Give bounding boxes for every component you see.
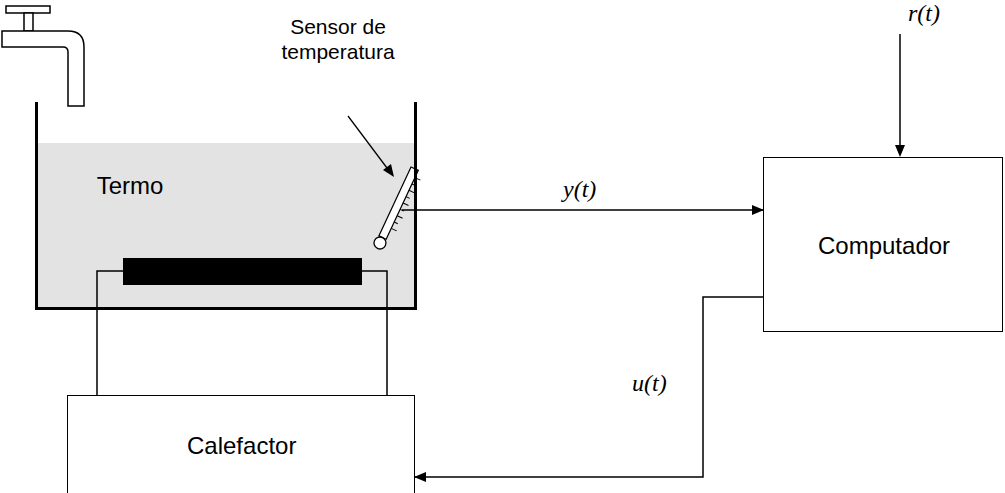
process-box: Calefactor (67, 395, 415, 493)
callout-label: Sensor de temperatura (268, 14, 408, 64)
heater-wire (97, 271, 123, 395)
signal-name: r(t) (908, 0, 940, 27)
tank-outline (35, 102, 417, 310)
heater-element (123, 258, 362, 285)
water (37, 143, 415, 309)
node-text: Calefactor (187, 432, 296, 460)
tank: Termo (35, 102, 417, 310)
leader-head (383, 164, 394, 177)
signal-name: y(t) (563, 176, 596, 203)
faucet (2, 6, 84, 106)
signal-arrow (415, 297, 763, 477)
signal-arrow (417, 209, 763, 211)
reference-line (899, 34, 901, 148)
heater-wire (362, 271, 387, 395)
node-text: Termo (97, 172, 164, 200)
reference-head (895, 145, 905, 157)
process-box: Computador (763, 157, 1003, 332)
node-text: Computador (818, 232, 950, 260)
signal-name: u(t) (632, 370, 667, 397)
leader-line (348, 116, 390, 172)
